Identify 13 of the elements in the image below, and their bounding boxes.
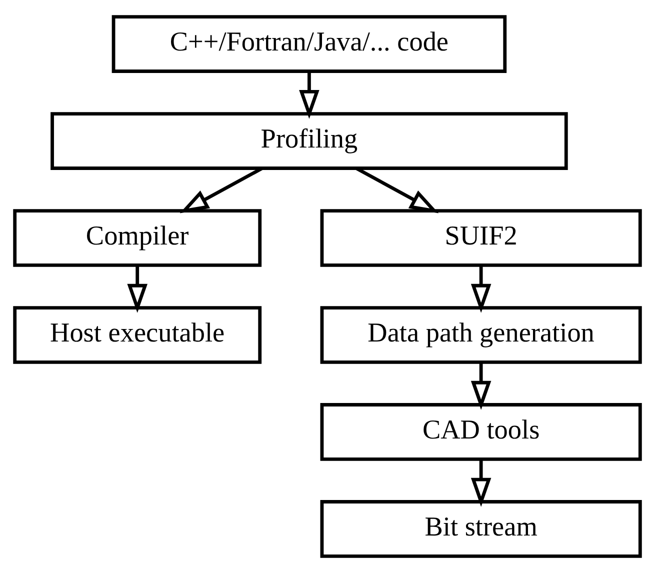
arrow [299, 71, 320, 119]
arrow [470, 265, 492, 313]
node-box: CAD tools [320, 403, 642, 461]
node-box: Profiling [50, 112, 568, 170]
node-box: C++/Fortran/Java/... code [112, 15, 507, 73]
arrow [127, 265, 148, 313]
arrow [470, 362, 492, 410]
arrow [470, 459, 492, 507]
node-box: SUIF2 [320, 209, 642, 267]
node-box: Host executable [13, 306, 262, 364]
node-box: Compiler [13, 209, 262, 267]
node-box: Data path generation [320, 306, 642, 364]
node-box: Bit stream [320, 500, 642, 558]
